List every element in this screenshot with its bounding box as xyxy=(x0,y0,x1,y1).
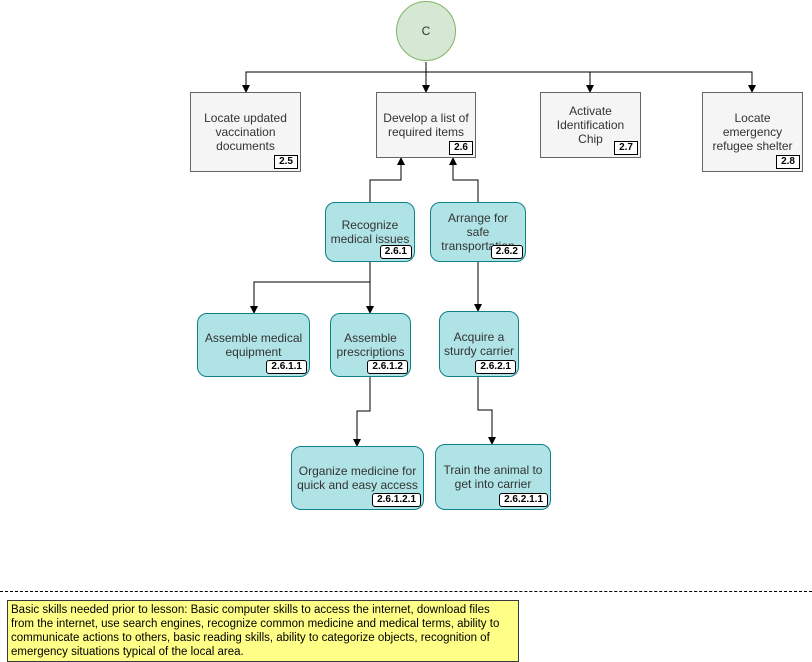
node-code: 2.8 xyxy=(776,155,800,169)
prerequisite-skills-note: Basic skills needed prior to lesson: Bas… xyxy=(7,600,519,662)
node-2-6-2-1: Acquire a sturdy carrier 2.6.2.1 xyxy=(439,311,519,377)
node-code: 2.7 xyxy=(614,141,638,155)
edge-root-to-2-5 xyxy=(242,71,426,93)
node-text: Recognize medical issues xyxy=(330,218,410,246)
node-text: Assemble medical equipment xyxy=(204,331,303,359)
edge-2-6-1-to-2-6 xyxy=(369,157,405,202)
edge-2-6-1-to-2-6-1-1 xyxy=(250,262,371,314)
node-text: Train the animal to get into carrier xyxy=(443,463,543,491)
note-text: Basic skills needed prior to lesson: Bas… xyxy=(11,604,500,658)
edge-2-6-2-to-2-6 xyxy=(449,157,479,202)
node-code: 2.6.1.1 xyxy=(266,360,307,374)
node-2-6-2-1-1: Train the animal to get into carrier 2.6… xyxy=(435,444,551,510)
node-2-6-1-2-1: Organize medicine for quick and easy acc… xyxy=(291,446,424,510)
node-text: Acquire a sturdy carrier xyxy=(444,330,515,358)
node-2-6-1-1: Assemble medical equipment 2.6.1.1 xyxy=(197,313,310,377)
node-text: Assemble prescriptions xyxy=(336,331,405,359)
node-2-6-1-2: Assemble prescriptions 2.6.1.2 xyxy=(330,313,411,377)
edge-root-to-2-7 xyxy=(426,71,594,93)
node-text: Locate emergency refugee shelter xyxy=(712,111,793,153)
node-code: 2.6.2.1.1 xyxy=(499,493,548,507)
node-code: 2.6.2.1 xyxy=(475,360,516,374)
node-text: Activate Identification Chip xyxy=(556,104,625,146)
node-code: 2.6.1.2.1 xyxy=(372,493,421,507)
edge-2-6-2-1-to-2-6-2-1-1 xyxy=(477,377,496,445)
node-code: 2.6.2 xyxy=(490,245,523,259)
root-node-c: C xyxy=(396,1,456,61)
node-text: Arrange for safe transportation xyxy=(441,211,515,253)
node-code: 2.5 xyxy=(274,155,298,169)
node-2-6-1: Recognize medical issues 2.6.1 xyxy=(325,202,415,262)
node-text: Organize medicine for quick and easy acc… xyxy=(297,464,418,492)
node-code: 2.6.1 xyxy=(379,245,412,259)
node-2-6-2: Arrange for safe transportation 2.6.2 xyxy=(430,202,526,262)
dashed-divider xyxy=(0,591,812,592)
edge-root-to-2-8 xyxy=(590,71,756,93)
node-2-5: Locate updated vaccination documents 2.5 xyxy=(190,92,301,172)
node-2-6: Develop a list of required items 2.6 xyxy=(376,92,476,158)
edge-2-6-1-2-to-2-6-1-2-1 xyxy=(353,377,371,447)
node-2-7: Activate Identification Chip 2.7 xyxy=(540,92,641,158)
node-text: Develop a list of required items xyxy=(383,111,469,139)
root-label: C xyxy=(421,24,431,38)
node-code: 2.6 xyxy=(449,141,473,155)
node-text: Locate updated vaccination documents xyxy=(204,111,287,153)
node-2-8: Locate emergency refugee shelter 2.8 xyxy=(702,92,803,172)
node-code: 2.6.1.2 xyxy=(367,360,408,374)
